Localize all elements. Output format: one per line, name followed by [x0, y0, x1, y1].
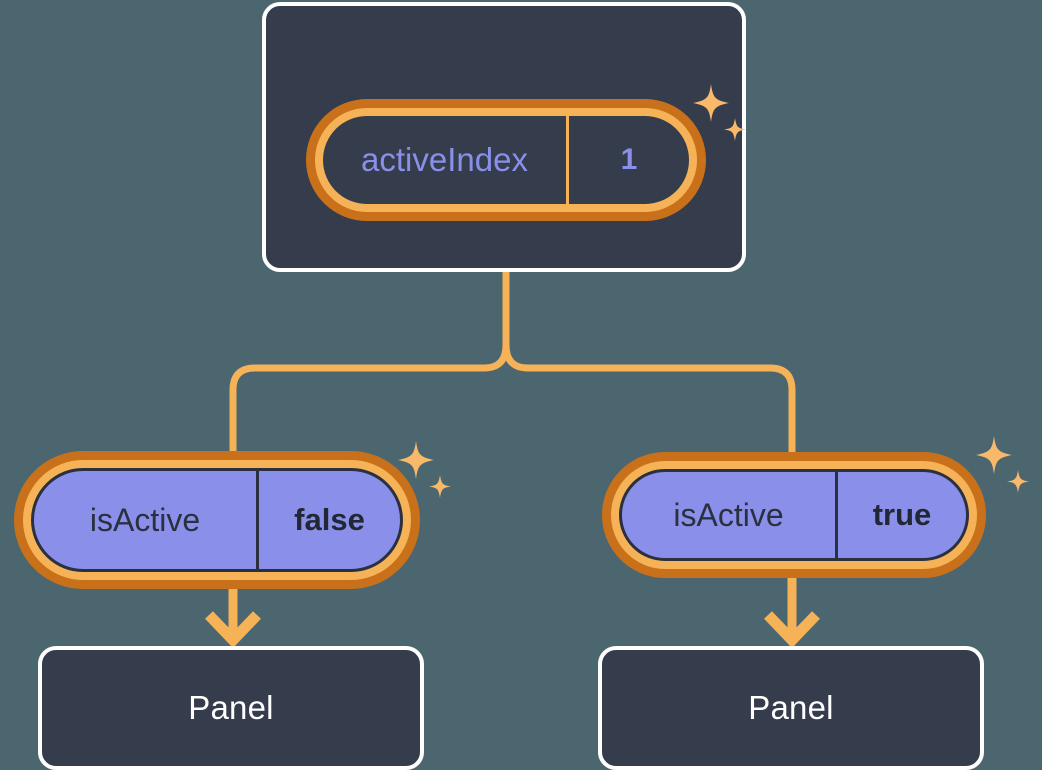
connector-branch-right: [502, 344, 796, 458]
panel-component-box-left[interactable]: Panel: [38, 646, 424, 770]
arrow-down-icon-left-head: [205, 611, 261, 648]
sparkle-four-point-icon: [398, 441, 434, 479]
state-pill-active-index-key: activeIndex: [361, 141, 528, 178]
state-pill-active-index-inner: activeIndex 1: [323, 116, 689, 204]
prop-pill-is-active-true-key: isActive: [673, 496, 784, 533]
sparkle-four-point-small-icon: [1007, 470, 1029, 493]
arrow-down-icon-right-head: [764, 611, 820, 648]
state-pill-active-index[interactable]: activeIndex 1: [306, 99, 706, 221]
connector-branch-left: [229, 344, 510, 458]
state-pill-active-index-value: 1: [566, 116, 689, 204]
sparkle-icon-right: [976, 436, 1029, 493]
panel-component-box-right[interactable]: Panel: [598, 646, 984, 770]
sparkle-four-point-icon: [976, 436, 1012, 474]
prop-pill-is-active-true-inner: isActive true: [619, 469, 969, 561]
panel-title-left: Panel: [188, 689, 274, 726]
prop-pill-is-active-true[interactable]: isActive true: [602, 452, 986, 578]
panel-title-right: Panel: [748, 689, 834, 726]
sparkle-four-point-small-icon: [429, 475, 451, 498]
prop-pill-is-active-false-value: false: [256, 471, 400, 569]
prop-pill-is-active-false[interactable]: isActive false: [14, 451, 420, 589]
prop-pill-is-active-false-key: isActive: [89, 501, 201, 538]
prop-pill-is-active-false-inner: isActive false: [31, 468, 403, 572]
prop-pill-is-active-true-value: true: [835, 472, 966, 558]
